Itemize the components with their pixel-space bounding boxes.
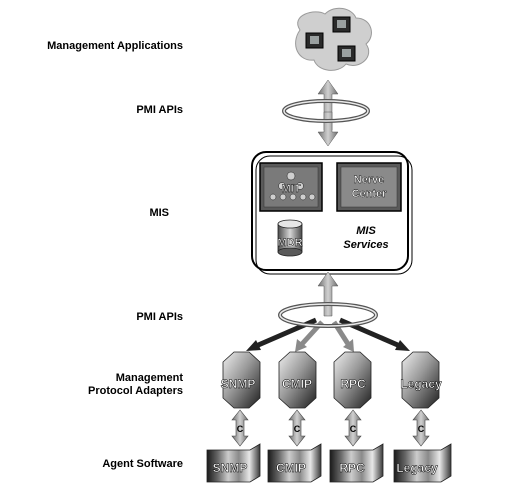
mdr-cylinder-icon xyxy=(277,219,303,257)
label-pmi-apis-top: PMI APIs xyxy=(136,104,183,116)
mis-down-arrow xyxy=(317,271,339,317)
mis-services-line2: Services xyxy=(343,239,388,251)
top-double-arrow xyxy=(317,79,339,147)
nerve-center-box xyxy=(336,162,402,212)
application-window-icon xyxy=(305,32,324,49)
connector-label-cmip: C xyxy=(294,424,301,434)
agent-block-legacy xyxy=(393,443,452,483)
connector-label-snmp: C xyxy=(237,424,244,434)
label-adapters-line2: Protocol Adapters xyxy=(88,385,183,397)
application-window-icon xyxy=(332,16,351,33)
mis-services-line1: MIS xyxy=(356,225,376,237)
agent-label-snmp: SNMP xyxy=(213,461,248,475)
label-mis: MIS xyxy=(149,207,169,219)
adapter-label-snmp: SNMP xyxy=(221,377,256,391)
adapter-label-legacy: Legacy xyxy=(400,377,442,391)
pmi-ring-top xyxy=(282,99,370,123)
tree-icon xyxy=(269,171,316,201)
agent-block-cmip xyxy=(267,443,322,483)
agent-label-rpc: RPC xyxy=(339,461,365,475)
application-window-icon xyxy=(337,45,356,62)
adapter-shape-legacy xyxy=(401,351,440,409)
pmi-ring-bottom xyxy=(278,302,378,328)
connector-label-rpc: C xyxy=(350,424,357,434)
label-management-applications: Management Applications xyxy=(47,40,183,52)
adapter-shape-rpc xyxy=(333,351,372,409)
adapter-shape-cmip xyxy=(278,351,317,409)
connector-label-legacy: C xyxy=(418,424,425,434)
mit-box xyxy=(259,162,323,212)
adapter-label-cmip: CMIP xyxy=(282,377,312,391)
connector-arrow-legacy xyxy=(412,409,430,447)
connector-arrow-cmip xyxy=(288,409,306,447)
label-adapters-line1: Management xyxy=(115,372,183,384)
agent-label-cmip: CMIP xyxy=(276,461,306,475)
agent-block-rpc xyxy=(329,443,384,483)
adapter-label-rpc: RPC xyxy=(340,377,366,391)
mit-label: MIT xyxy=(282,183,301,195)
label-management-protocol-adapters: Management Protocol Adapters xyxy=(88,372,183,398)
agent-block-snmp xyxy=(206,443,261,483)
nerve-center-line1: Nerve xyxy=(354,174,385,186)
mdr-label: MDR xyxy=(277,237,302,249)
label-pmi-apis-bottom: PMI APIs xyxy=(136,311,183,323)
agent-label-legacy: Legacy xyxy=(396,461,438,475)
nerve-center-line2: Center xyxy=(352,188,388,200)
connector-arrow-snmp xyxy=(231,409,249,447)
connector-arrow-rpc xyxy=(344,409,362,447)
adapter-shape-snmp xyxy=(222,351,261,409)
label-agent-software: Agent Software xyxy=(102,458,183,470)
